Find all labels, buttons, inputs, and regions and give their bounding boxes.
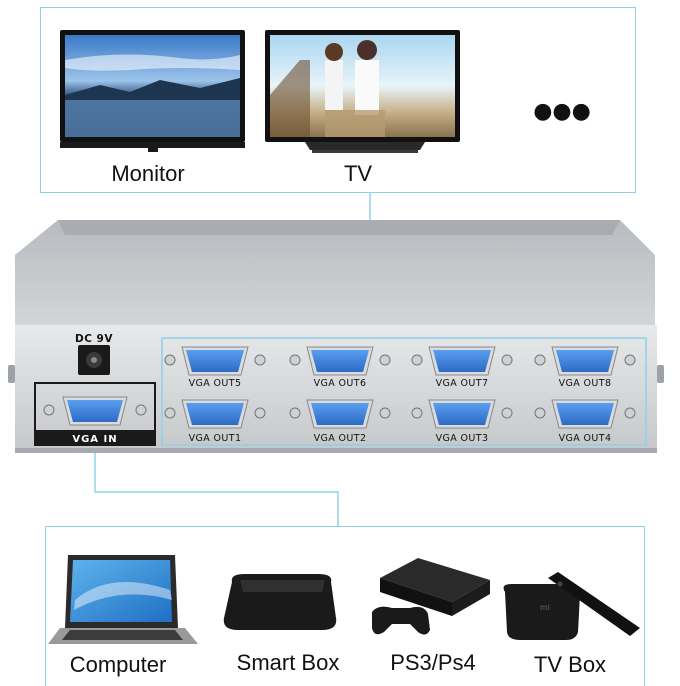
vga-out-port[interactable] — [289, 346, 391, 376]
vga-out-label: VGA OUT8 — [559, 378, 612, 389]
vga-out-label: VGA OUT5 — [189, 378, 242, 389]
laptop-icon — [48, 555, 198, 644]
vga-in-label: VGA IN — [72, 434, 117, 445]
input-connector-line — [94, 440, 339, 526]
vga-outputs-frame — [161, 337, 647, 446]
vga-out-label: VGA OUT7 — [436, 378, 489, 389]
svg-text:mi: mi — [540, 603, 550, 612]
device-label-ps3-ps4: PS3/Ps4 — [390, 650, 476, 675]
dc-power-jack — [78, 345, 110, 375]
tv-icon — [265, 30, 460, 153]
tv-box-icon: mi — [503, 572, 640, 640]
device-label-monitor: Monitor — [111, 161, 185, 186]
device-label-smart-box: Smart Box — [236, 650, 340, 675]
vga-out-port[interactable] — [289, 399, 391, 429]
device-label-computer: Computer — [69, 652, 167, 677]
dc-power-label: DC 9V — [75, 333, 113, 345]
source-devices-box — [45, 526, 645, 686]
vga-out-port[interactable] — [164, 346, 266, 376]
smart-box-icon — [223, 574, 337, 630]
vga-out-label: VGA OUT1 — [189, 433, 242, 444]
output-devices-box — [40, 7, 636, 193]
vga-out-port[interactable] — [411, 346, 513, 376]
vga-out-label: VGA OUT2 — [314, 433, 367, 444]
vga-out-port[interactable] — [411, 399, 513, 429]
vga-out-label: VGA OUT3 — [436, 433, 489, 444]
more-devices-icon: ●●● — [533, 99, 591, 124]
vga-in-port[interactable] — [43, 396, 147, 426]
vga-out-label: VGA OUT6 — [314, 378, 367, 389]
vga-out-label: VGA OUT4 — [559, 433, 612, 444]
vga-out-port[interactable] — [534, 346, 636, 376]
vga-out-port[interactable] — [164, 399, 266, 429]
device-label-tv: TV — [343, 161, 373, 186]
game-console-icon — [372, 558, 490, 635]
vga-out-port[interactable] — [534, 399, 636, 429]
monitor-icon — [60, 30, 245, 152]
device-label-tv-box: TV Box — [533, 652, 607, 677]
